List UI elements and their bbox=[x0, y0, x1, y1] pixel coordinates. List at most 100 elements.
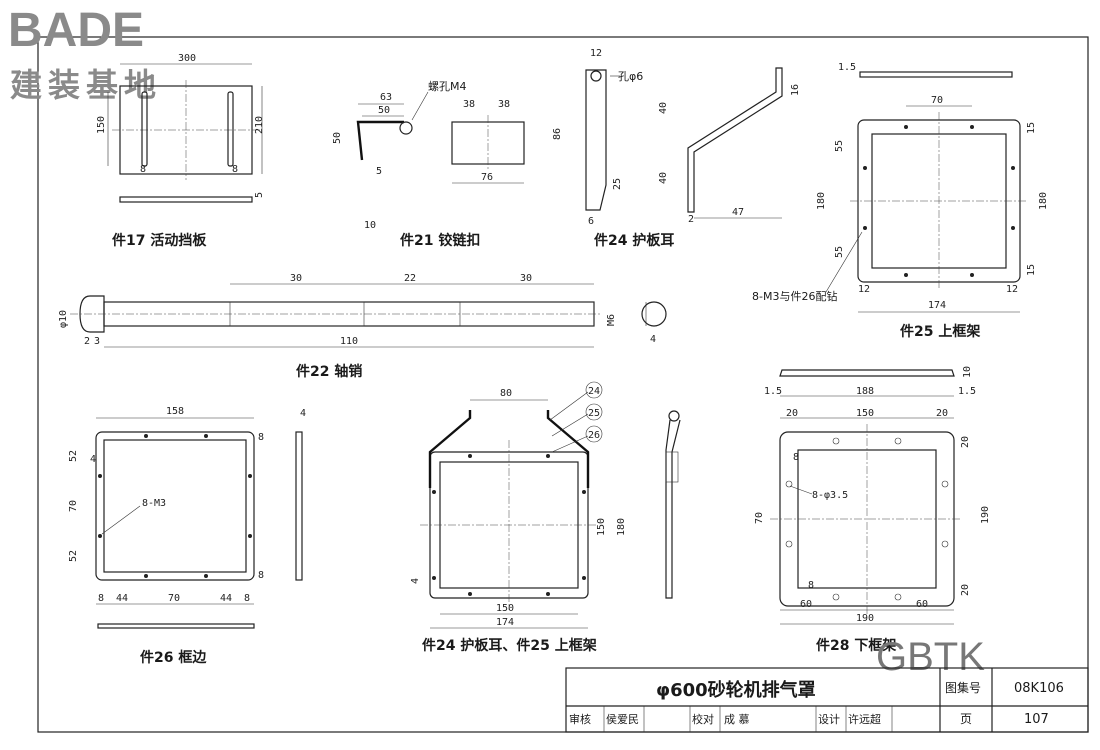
part25-dim-15b: 15 bbox=[1026, 264, 1037, 276]
part21-hinge-eye bbox=[399, 121, 413, 135]
part21-note: 螺孔M4 bbox=[428, 80, 467, 93]
part25-dim-1.5: 1.5 bbox=[838, 62, 856, 73]
part28-dim-60b: 60 bbox=[916, 599, 928, 610]
part26-dim-8c: 8 bbox=[258, 432, 264, 443]
assembly-dim-80: 80 bbox=[500, 388, 512, 399]
part28-dim-60a: 60 bbox=[800, 599, 812, 610]
balloon-24: 24 bbox=[588, 386, 600, 397]
part25-holes bbox=[863, 125, 1015, 277]
part22-dim-22: 22 bbox=[404, 273, 416, 284]
part25-note: 8-M3与件26配钻 bbox=[752, 289, 837, 303]
part24-dim-6: 6 bbox=[588, 216, 594, 227]
part25-dim-70: 70 bbox=[931, 95, 943, 106]
logo: BADE 建装基地 bbox=[8, 4, 156, 104]
part17-caption: 件17 活动挡板 bbox=[112, 232, 207, 249]
title-block-review-name: 侯爱民 bbox=[606, 712, 639, 726]
part22-dim-110: 110 bbox=[340, 336, 358, 347]
part28-note: 8-φ3.5 bbox=[812, 490, 848, 501]
title-block-design-label: 设计 bbox=[818, 713, 840, 726]
part26-dim-8b: 8 bbox=[244, 593, 250, 604]
assembly-ear-right bbox=[546, 410, 590, 488]
part26-holes bbox=[98, 434, 252, 578]
part28-side-view bbox=[779, 369, 955, 377]
part24-dim-40a: 40 bbox=[658, 102, 669, 114]
assembly-dim-4: 4 bbox=[410, 578, 421, 584]
part24-ear-side bbox=[687, 67, 783, 213]
part25-dim-180b: 180 bbox=[1038, 192, 1049, 210]
part22-section-view bbox=[641, 301, 667, 327]
part26-dim-4b: 4 bbox=[300, 408, 306, 419]
part24-25-caption: 件24 护板耳、件25 上框架 bbox=[422, 637, 597, 654]
part24-25-assembly: 80 150 174 150 180 4 24 25 26 件24 护板耳、件2… bbox=[410, 381, 627, 654]
part26-dim-44a: 44 bbox=[116, 593, 128, 604]
part26-dim-8a: 8 bbox=[98, 593, 104, 604]
part28-holes bbox=[785, 437, 949, 601]
part25-dim-12b: 12 bbox=[1006, 284, 1018, 295]
part25-dim-15a: 15 bbox=[1026, 122, 1037, 134]
part21-dim-76: 76 bbox=[481, 172, 493, 183]
title-block-check-label: 校对 bbox=[692, 712, 714, 726]
part24-dim-86: 86 bbox=[552, 128, 563, 140]
title-block-page-no: 107 bbox=[1024, 712, 1049, 727]
title-block-title: φ600砂轮机排气罩 bbox=[656, 679, 816, 701]
part22-dim-30a: 30 bbox=[290, 273, 302, 284]
part26-drawing: 158 52 70 52 8 44 70 44 8 4 8 8 8-M3 4 件… bbox=[68, 406, 306, 666]
part26-dim-4: 4 bbox=[90, 454, 96, 465]
part26-side-view bbox=[295, 431, 303, 581]
part25-dim-180a: 180 bbox=[816, 192, 827, 210]
sheet-border bbox=[37, 36, 1089, 733]
title-block: φ600砂轮机排气罩 图集号 08K106 审核 侯爱民 校对 成 慕 设计 许… bbox=[565, 667, 1089, 733]
part26-dim-70b: 70 bbox=[168, 593, 180, 604]
part21-hinge-profile bbox=[356, 120, 404, 161]
part22-dim-4: 4 bbox=[650, 334, 656, 345]
part28-dim-20c: 20 bbox=[960, 436, 971, 448]
part24-note: 孔φ6 bbox=[618, 70, 643, 83]
part21-dim-38a: 38 bbox=[463, 99, 475, 110]
part26-dim-70: 70 bbox=[68, 500, 79, 512]
part21-dim-10: 10 bbox=[364, 220, 376, 231]
part25-dim-55a: 55 bbox=[834, 140, 845, 152]
part28-dim-190: 190 bbox=[856, 613, 874, 624]
part28-dim-1.5b: 1.5 bbox=[958, 386, 976, 397]
title-block-page-label: 页 bbox=[960, 712, 972, 726]
part17-slot-right bbox=[227, 91, 234, 167]
part28-dim-8a: 8 bbox=[793, 452, 799, 463]
part21-drawing: 63 50 38 38 76 50 5 10 螺孔M4 件21 铰链扣 bbox=[332, 80, 525, 249]
part26-dim-8d: 8 bbox=[258, 570, 264, 581]
part28-caption: 件28 下框架 bbox=[816, 637, 896, 654]
part26-dim-52b: 52 bbox=[68, 550, 79, 562]
part24-dim-40b: 40 bbox=[658, 172, 669, 184]
balloon-26: 26 bbox=[588, 430, 600, 441]
part28-dim-188: 188 bbox=[856, 386, 874, 397]
title-block-atlas-label: 图集号 bbox=[945, 680, 981, 695]
part28-drawing: 188 1.5 1.5 10 20 150 20 20 190 20 70 60… bbox=[754, 366, 991, 654]
part24-dim-12: 12 bbox=[590, 48, 602, 59]
part22-caption: 件22 轴销 bbox=[296, 363, 362, 380]
part17-side-view bbox=[119, 196, 253, 203]
title-block-review-label: 审核 bbox=[569, 712, 591, 726]
part22-dim-phi10: φ10 bbox=[58, 310, 69, 328]
part24-ear-plate bbox=[585, 69, 607, 211]
part28-dim-190v: 190 bbox=[980, 506, 991, 524]
title-block-atlas-no: 08K106 bbox=[1014, 681, 1064, 696]
assembly-dim-180v: 180 bbox=[616, 518, 627, 536]
part26-note: 8-M3 bbox=[142, 498, 166, 509]
part26-dim-158: 158 bbox=[166, 406, 184, 417]
part21-dim-63: 63 bbox=[380, 92, 392, 103]
part28-dim-150: 150 bbox=[856, 408, 874, 419]
part24-hole bbox=[590, 70, 602, 82]
part17-dim-w: 300 bbox=[178, 53, 196, 64]
assembly-ear-left bbox=[428, 410, 472, 488]
part25-side-view bbox=[859, 71, 1013, 78]
part22-drawing: 30 22 30 110 φ10 M6 2 3 4 件22 轴销 bbox=[58, 273, 667, 380]
part24-caption: 件24 护板耳 bbox=[594, 232, 674, 249]
part28-dim-1.5a: 1.5 bbox=[764, 386, 782, 397]
part24-dim-25: 25 bbox=[612, 178, 623, 190]
part22-dim-m6: M6 bbox=[606, 314, 617, 326]
part26-bottom-view bbox=[97, 623, 255, 629]
assembly-holes bbox=[432, 454, 586, 596]
part22-dim-2: 2 bbox=[84, 336, 90, 347]
part17-dim-8a: 8 bbox=[140, 164, 146, 175]
logo-brand: BADE bbox=[8, 4, 144, 57]
